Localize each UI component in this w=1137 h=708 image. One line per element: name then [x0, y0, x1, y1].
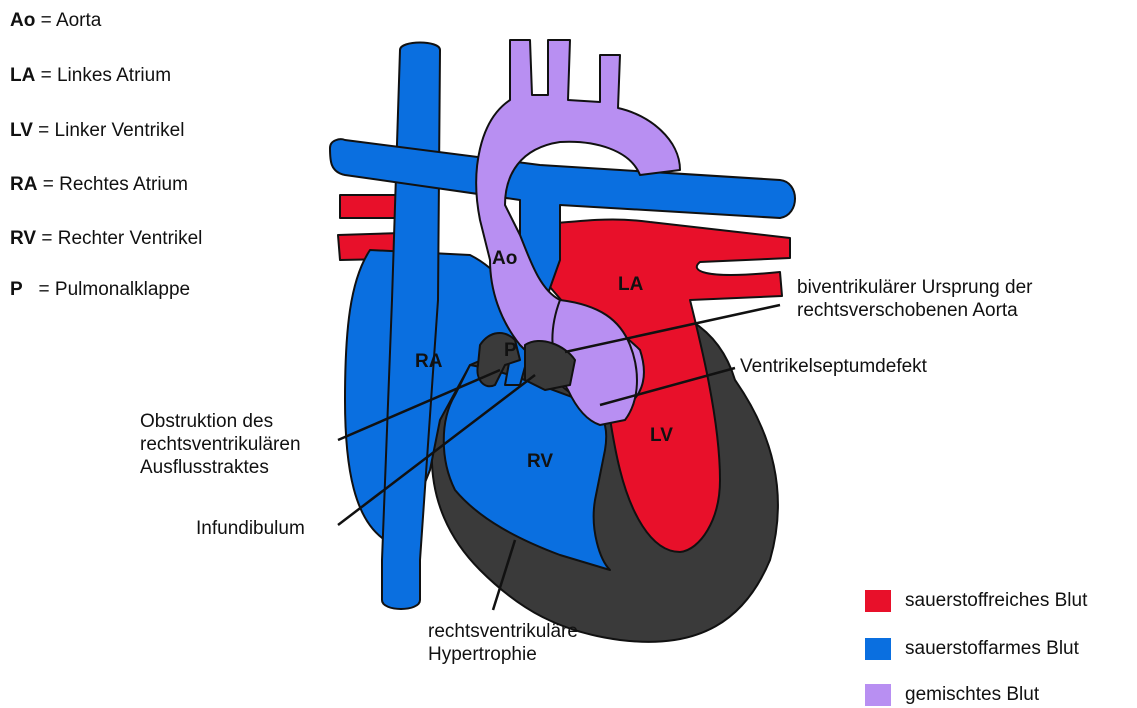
callout-line: Ventrikelseptumdefekt	[740, 355, 927, 378]
callout-line: Ausflusstraktes	[140, 456, 301, 479]
legend-swatch-red	[865, 590, 891, 612]
legend-deoxygenated: sauerstoffarmes Blut	[865, 636, 1079, 662]
legend-mixed: gemischtes Blut	[865, 682, 1039, 708]
callout-vsd: Ventrikelseptumdefekt	[740, 355, 927, 378]
callout-obstruction: Obstruktion des rechtsventrikulären Ausf…	[140, 410, 301, 479]
label-p: P	[504, 340, 517, 361]
legend-label: sauerstoffarmes Blut	[905, 638, 1079, 659]
callout-line: biventrikulärer Ursprung der	[797, 276, 1033, 299]
callout-aorta-origin: biventrikulärer Ursprung der rechtsversc…	[797, 276, 1033, 322]
label-rv: RV	[527, 451, 553, 472]
callout-line: rechtsverschobenen Aorta	[797, 299, 1033, 322]
callout-hypertrophy: rechtsventrikuläre Hypertrophie	[428, 620, 578, 666]
legend-swatch-blue	[865, 638, 891, 660]
legend-label: sauerstoffreiches Blut	[905, 590, 1087, 611]
legend-oxygenated: sauerstoffreiches Blut	[865, 588, 1087, 614]
legend-swatch-purple	[865, 684, 891, 706]
label-lv: LV	[650, 425, 673, 446]
callout-line: Infundibulum	[196, 517, 305, 540]
legend-label: gemischtes Blut	[905, 684, 1039, 705]
label-la: LA	[618, 274, 644, 295]
label-ra: RA	[415, 351, 443, 372]
callout-infundibulum: Infundibulum	[196, 517, 305, 540]
callout-line: Obstruktion des	[140, 410, 301, 433]
vena-cava	[382, 43, 440, 610]
callout-line: Hypertrophie	[428, 643, 578, 666]
callout-line: rechtsventrikulären	[140, 433, 301, 456]
label-ao: Ao	[492, 248, 517, 269]
callout-line: rechtsventrikuläre	[428, 620, 578, 643]
